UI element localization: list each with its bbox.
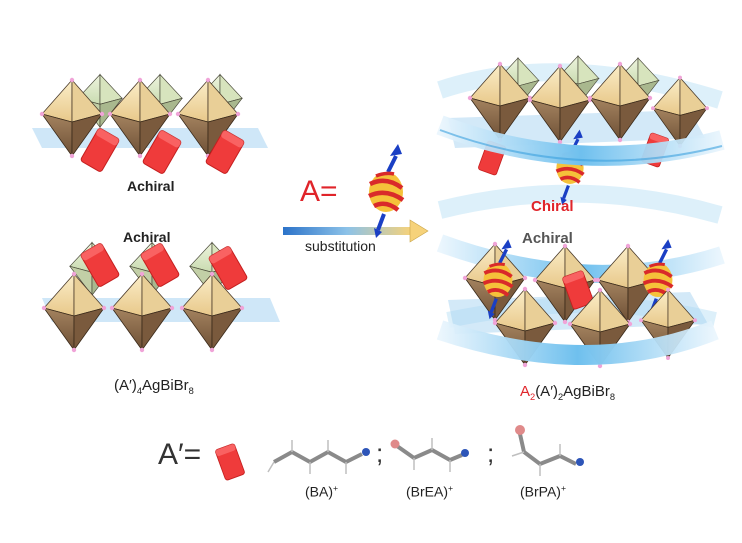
right-helix-structure [436,55,725,369]
separator-2: ; [487,438,495,468]
chiral-cation-icon [369,144,403,238]
label-chiral: Chiral [531,198,574,215]
formula-right: A2(A′)2AgBiBr8 [520,383,616,402]
separator-1: ; [376,438,384,468]
bottom-left-layer [41,242,280,353]
aprime-cation-icon [214,442,246,482]
label-achiral-right: Achiral [522,230,573,247]
label-substitution: substitution [305,238,376,254]
label-a-equals: A= [300,175,338,208]
substitution-arrow [283,219,429,243]
label-brpa: (BrPA)+ [520,483,567,500]
molecule-brea [390,438,469,472]
label-aprime-equals: A′= [158,438,202,471]
formula-left: (A′)4AgBiBr8 [114,377,194,396]
label-brea: (BrEA)+ [406,483,454,500]
label-achiral-top: Achiral [127,178,175,194]
top-left-layer [32,74,268,175]
molecule-brpa [511,425,584,476]
label-achiral-bottom: Achiral [123,229,171,245]
molecule-ba [267,440,370,474]
label-ba: (BA)+ [305,483,339,500]
